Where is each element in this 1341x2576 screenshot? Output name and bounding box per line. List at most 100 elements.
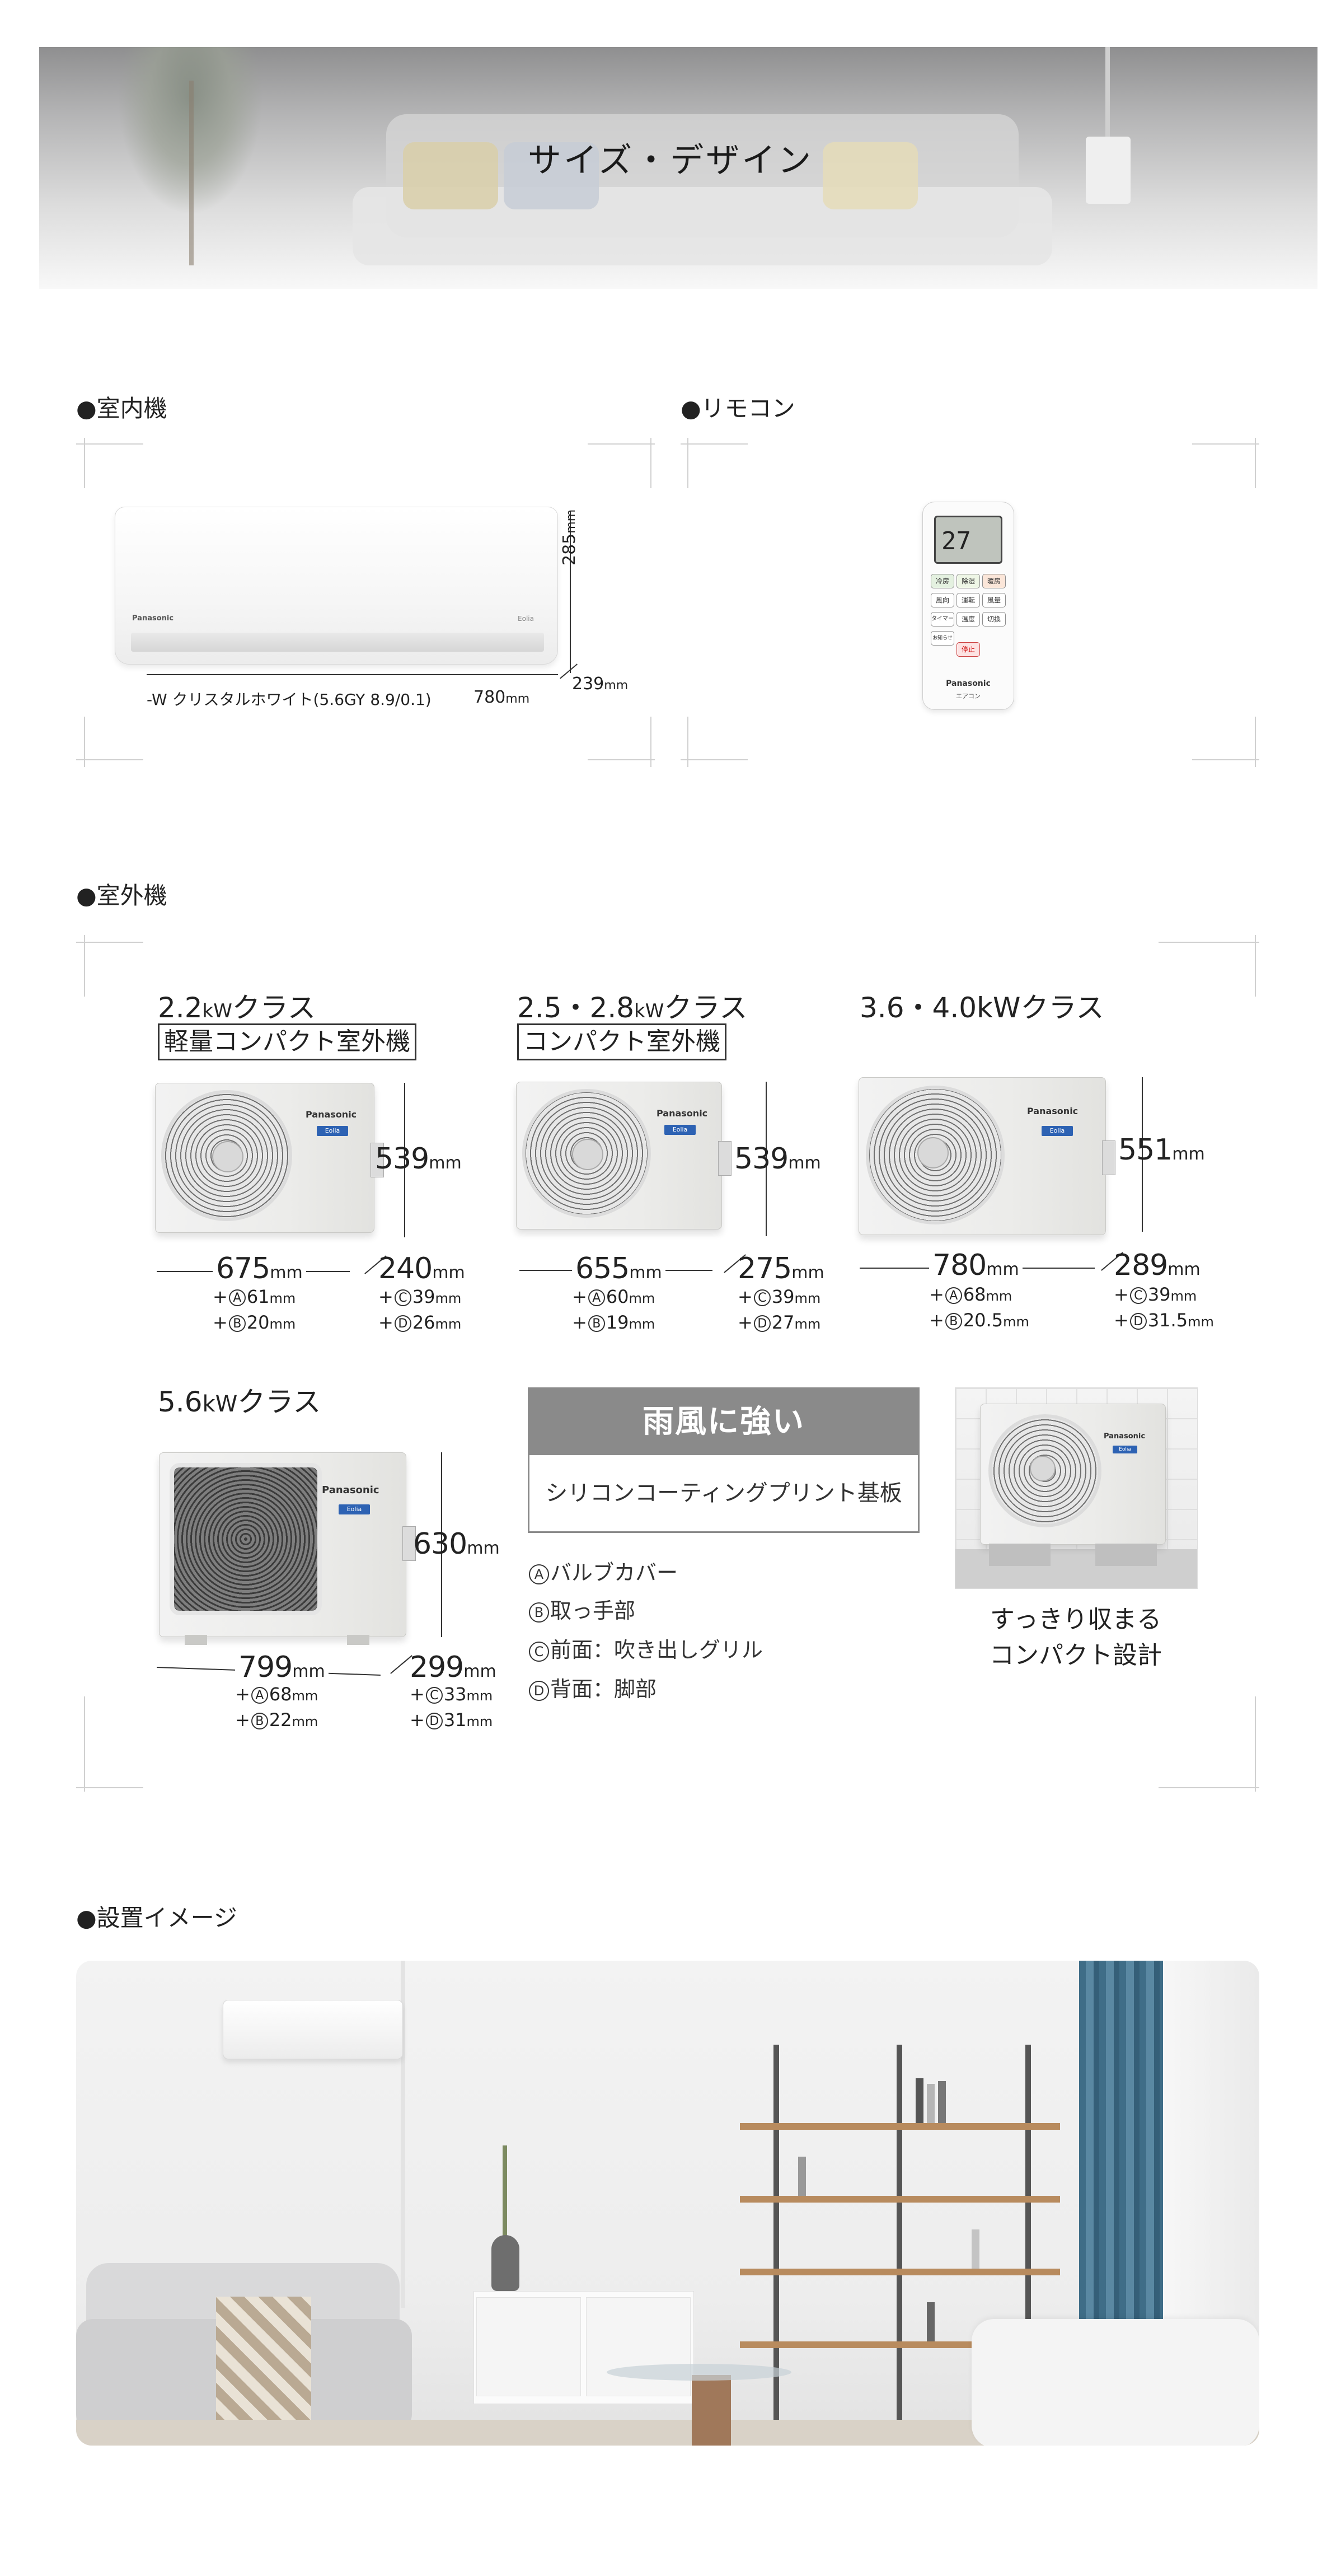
fan-hub (917, 1137, 949, 1168)
armchair (972, 2319, 1259, 2446)
indoor-depth-value: 239 (572, 674, 604, 694)
remote-button: 温度 (956, 612, 980, 627)
remote-button: 風量 (982, 593, 1006, 607)
circle-letter-b: B (588, 1315, 605, 1332)
shelf-board (740, 2269, 1060, 2275)
unit-label: mm (432, 1263, 465, 1283)
coffee-table-top (607, 2364, 791, 2381)
window-sheer (1163, 1961, 1259, 2386)
unit-label: mm (435, 1316, 462, 1332)
remote-button: 風向 (931, 593, 954, 607)
indoor-unit-image: Panasonic Eolia (115, 507, 558, 665)
frame-corner (681, 759, 748, 760)
outdoor-height-label: 630mm (413, 1527, 500, 1561)
outdoor-unit-image: Panasonic Eolia (859, 1077, 1115, 1235)
frame-corner (687, 717, 688, 767)
frame-corner (84, 1696, 85, 1792)
outdoor-brand: Panasonic (306, 1109, 357, 1120)
remote-lcd: 27 (934, 516, 1002, 564)
class-value: 3.6・4.0 (860, 992, 977, 1024)
offset-c-value: 39 (771, 1286, 795, 1307)
plant-stalk (503, 2145, 507, 2241)
unit-label: mm (1188, 1314, 1214, 1330)
wall-panel (401, 1961, 405, 2308)
unit-label: mm (629, 1291, 655, 1306)
eolia-tag: Eolia (1113, 1446, 1137, 1453)
book (972, 2229, 979, 2269)
legend-text: バルブカバー (550, 1560, 678, 1585)
feature-body: シリコンコーティングプリント基板 (545, 1480, 902, 1506)
frame-corner (1255, 1696, 1256, 1792)
outdoor-height-label: 539mm (375, 1142, 462, 1176)
class-value: 5.6 (158, 1386, 203, 1418)
remote-button: 暖房 (982, 574, 1006, 588)
fan-hub (572, 1139, 603, 1170)
unit-label: mm (269, 1316, 296, 1332)
offset-b-value: 22 (269, 1709, 292, 1731)
valve-cover (1102, 1140, 1115, 1175)
unit-label: mm (794, 1291, 821, 1306)
indoor-unit-on-wall (223, 2000, 403, 2059)
frame-corner (84, 717, 85, 767)
fan-grille (988, 1414, 1101, 1527)
unit-label: mm (986, 1260, 1019, 1279)
unit-label: mm (292, 1714, 318, 1729)
shelf-post (897, 2045, 902, 2437)
cushion (504, 142, 599, 209)
legend-text: 前面：吹き出しグリル (550, 1638, 763, 1662)
height-dimension-line (404, 1083, 405, 1237)
outdoor-unit-image: Panasonic Eolia (159, 1452, 416, 1637)
valve-cover (402, 1526, 416, 1562)
class-value: 2.2 (158, 992, 203, 1024)
valve-cover (718, 1140, 732, 1176)
circle-letter-b: B (945, 1313, 962, 1330)
outdoor-width-label: 675mm (213, 1252, 306, 1285)
plant-stem (189, 81, 194, 265)
class-unit: kW (634, 1000, 664, 1022)
height-dimension-line (441, 1452, 442, 1637)
frame-corner (1255, 438, 1256, 488)
outdoor-brand: Panasonic (1027, 1106, 1079, 1116)
section-heading-outdoor: ●室外機 (76, 882, 167, 909)
outdoor-depth-label: 275mm (738, 1252, 824, 1285)
unit-label: mm (1167, 1260, 1201, 1279)
compact-caption-line2: コンパクト設計 (990, 1641, 1162, 1670)
frame-corner (1255, 717, 1256, 767)
offset-a-value: 68 (963, 1284, 986, 1305)
cushion (823, 142, 918, 209)
plus-sign: + (929, 1284, 944, 1305)
class-suffix: クラス (664, 992, 748, 1024)
remote-button: 切換 (982, 612, 1006, 627)
legend-text: 背面：脚部 (550, 1677, 657, 1701)
width-value: 780 (932, 1249, 987, 1282)
unit-foot (347, 1635, 369, 1645)
outdoor-unit-image: Panasonic Eolia (980, 1404, 1166, 1545)
remote-button: タイマー (931, 612, 954, 627)
indoor-depth-label: 239mm (572, 674, 628, 694)
width-value: 799 (238, 1651, 293, 1684)
unit-label: mm (794, 1316, 821, 1332)
section-heading-indoor: ●室内機 (76, 395, 167, 422)
fan-hub (212, 1141, 243, 1172)
installation-room-photo (76, 1961, 1259, 2446)
outdoor-brand: Panasonic (657, 1108, 708, 1119)
page-title: サイズ・デザイン (527, 141, 814, 180)
frame-corner (650, 717, 651, 767)
circle-letter-b: B (251, 1713, 268, 1729)
fan-hub (1030, 1456, 1056, 1481)
unit-label: mm (292, 1688, 318, 1704)
unit-foot (185, 1635, 207, 1645)
offset-a-value: 61 (246, 1286, 270, 1307)
unit-label: mm (466, 1688, 493, 1704)
indoor-color-note: -W クリスタルホワイト(5.6GY 8.9/0.1) (147, 690, 432, 709)
width-value: 655 (575, 1252, 630, 1285)
book (916, 2078, 923, 2123)
shelf-post (1025, 2045, 1031, 2437)
frame-corner (76, 759, 143, 760)
